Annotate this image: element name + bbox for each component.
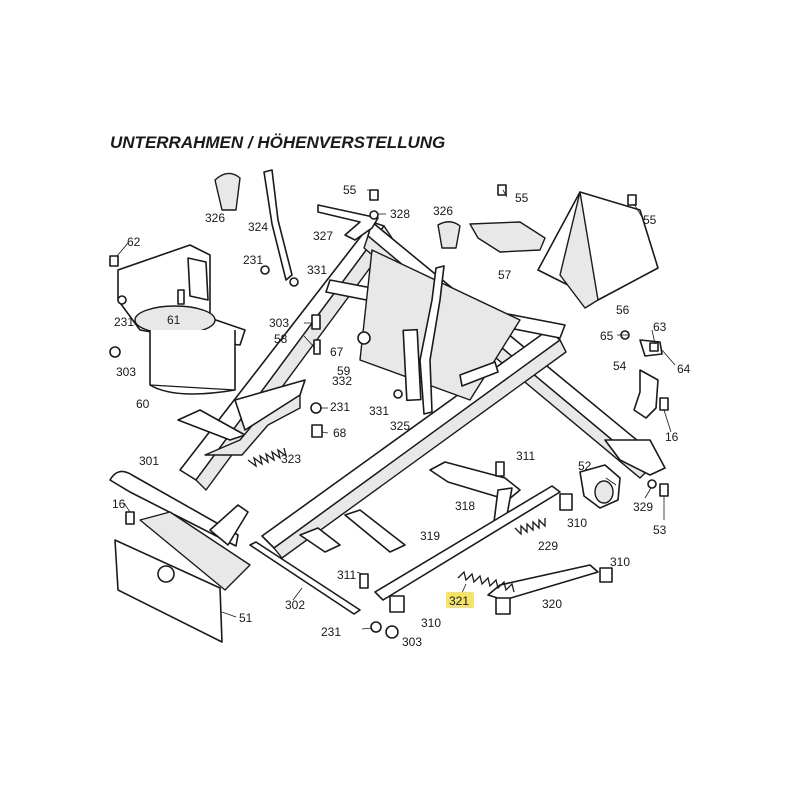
callout-highlight [446,592,474,608]
spring-323 [247,447,288,468]
callout-16: 16 [665,430,679,444]
callout-56: 56 [616,303,630,317]
callout-52: 52 [578,459,592,473]
bracket-327 [317,204,379,241]
callout-326: 326 [433,204,453,218]
callout-311: 311 [337,568,356,582]
callout-231: 231 [330,400,350,414]
callout-318: 318 [455,499,475,513]
hardware [109,184,669,639]
callout-301: 301 [139,454,159,468]
callout-310: 310 [567,516,587,530]
collector-holder [117,244,246,395]
callout-231: 231 [114,315,134,329]
callout-310: 310 [610,555,630,569]
callout-54: 54 [613,359,627,373]
callout-303: 303 [116,365,136,379]
callout-61: 61 [167,313,181,327]
callouts: 326 324 62 231 331 61 231 303 303 58 67 … [112,183,691,649]
callout-57: 57 [498,268,512,282]
callout-327: 327 [313,229,333,243]
callout-319: 319 [420,529,440,543]
bearing-52 [579,464,621,509]
callout-59: 59 [337,364,351,378]
callout-231: 231 [243,253,263,267]
callout-55: 55 [515,191,529,205]
callout-55: 55 [643,213,657,227]
callout-310: 310 [421,616,441,630]
callout-329: 329 [633,500,653,514]
callout-63: 63 [653,320,667,334]
callout-67: 67 [330,345,344,359]
cover-57 [469,221,546,253]
callout-321: 321 [449,594,469,608]
callout-65: 65 [600,329,614,343]
housing-56 [537,191,659,309]
lever-325 [419,221,499,415]
leader-lines [116,189,676,630]
callout-16: 16 [112,497,126,511]
callout-328: 328 [390,207,410,221]
spring-229 [514,518,546,536]
rod-319 [374,485,561,601]
lever-324 [214,169,293,281]
spring-321 [457,570,515,593]
callout-326: 326 [205,211,225,225]
callout-68: 68 [333,426,347,440]
callout-303: 303 [269,316,289,330]
callout-331: 331 [307,263,327,277]
callout-325: 325 [390,419,410,433]
callout-64: 64 [677,362,691,376]
callout-302: 302 [285,598,305,612]
callout-320: 320 [542,597,562,611]
arm-301 [109,470,249,547]
callout-60: 60 [136,397,150,411]
callout-332: 332 [332,374,352,388]
diagram-title: UNTERRAHMEN / HÖHENVERSTELLUNG [110,133,445,152]
springs [247,447,546,593]
callout-324: 324 [248,220,268,234]
callout-51: 51 [239,611,253,625]
plate-51 [114,511,251,643]
callout-58: 58 [274,332,288,346]
callout-323: 323 [281,452,301,466]
callout-229: 229 [538,539,558,553]
callout-311: 311 [516,449,535,463]
rod-302 [249,541,361,615]
callout-231: 231 [321,625,341,639]
callout-62: 62 [127,235,141,249]
callout-53: 53 [653,523,667,537]
callout-303: 303 [402,635,422,649]
callout-55: 55 [343,183,357,197]
callout-331: 331 [369,404,389,418]
